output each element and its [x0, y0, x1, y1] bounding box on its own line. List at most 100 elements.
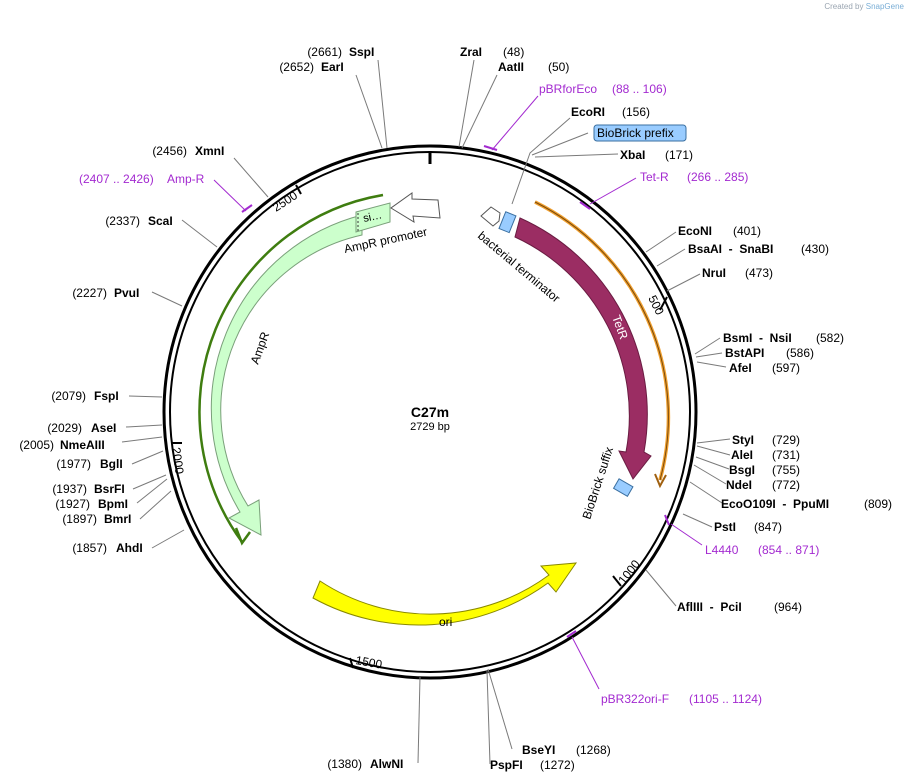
site-name-sspi: SspI [349, 45, 374, 59]
tick-label-1500: 1500 [354, 653, 383, 671]
primer-range-l4440: (854 .. 871) [758, 543, 819, 557]
site-name-scai: ScaI [148, 214, 173, 228]
site-name-styi: StyI [732, 433, 754, 447]
leader-aatii [461, 74, 498, 149]
leader-bstapi [695, 352, 723, 358]
leader-alei [696, 445, 731, 456]
primer-name-l4440: L4440 [705, 543, 739, 557]
leader-styi [696, 438, 731, 444]
tetr-strand-tip [654, 473, 667, 489]
biobrick-suffix-feature [612, 478, 634, 498]
site-pos-afei: (597) [772, 361, 800, 375]
site-pos-asei: (2029) [47, 421, 82, 435]
leader-ahdi [151, 529, 185, 549]
leader-amp-r [213, 179, 247, 212]
leader-eari [355, 74, 383, 149]
site-name-alei: AleI [731, 448, 753, 462]
ori-feature [312, 562, 578, 626]
site-name-afliii-pcii: AflIII - PciI [677, 600, 742, 614]
leader-psti [682, 513, 713, 528]
leader-asei [125, 424, 163, 428]
site-name-fspi: FspI [94, 389, 119, 403]
site-pos-bsaai-snabi: (430) [801, 242, 829, 256]
site-name-asei: AseI [91, 421, 116, 435]
site-pos-ecoo109i-ppumi: (809) [864, 497, 892, 511]
site-name-bseyi: BseYI [522, 743, 555, 757]
leader-bsrfi [132, 474, 167, 490]
tick-mark-1000 [612, 575, 622, 587]
site-name-econi: EcoNI [678, 224, 712, 238]
primer-mark-pbrforeco [483, 145, 498, 151]
snapgene-logo: SnapGene [865, 2, 904, 11]
leader-nrui [666, 273, 701, 292]
site-name-ndei: NdeI [726, 478, 752, 492]
site-name-bsrfi: BsrFI [94, 482, 125, 496]
leader-tet-r [589, 177, 637, 205]
tick-label-2500: 2500 [270, 188, 300, 214]
ampr-promoter-feature [390, 192, 441, 223]
leader-bgli [131, 450, 164, 465]
leader-bmri [139, 490, 172, 520]
ori-label: ori [439, 615, 452, 629]
site-name-nmeaiii: NmeAIII [60, 438, 105, 452]
leader-xbai [534, 153, 619, 158]
site-name-bpmi: BpmI [98, 497, 128, 511]
leader-ecoo109i [689, 481, 723, 504]
leader-alwni [417, 676, 421, 764]
signal-label: si… [362, 209, 383, 225]
leader-pbrforeco [491, 95, 539, 151]
site-pos-scai: (2337) [105, 214, 140, 228]
leader-sspi [377, 59, 388, 149]
site-pos-styi: (729) [772, 433, 800, 447]
primer-range-pbr322ori-f: (1105 .. 1124) [689, 692, 762, 706]
site-name-bsaai-snabi: BsaAI - SnaBI [688, 242, 773, 256]
site-pos-ecori: (156) [622, 105, 650, 119]
site-pos-ahdi: (1857) [72, 541, 107, 555]
site-name-xbai: XbaI [620, 148, 645, 162]
site-pos-zrai: (48) [503, 45, 524, 59]
leader-zrai [458, 59, 475, 148]
leader-bsmi [694, 337, 721, 355]
site-pos-bsmi-nsii: (582) [816, 331, 844, 345]
ampr-strand-line [198, 193, 384, 543]
primer-mark-l4440 [664, 514, 670, 526]
site-name-bmri: BmrI [104, 512, 131, 526]
biobrick-prefix-box [498, 211, 517, 234]
tetr-strand-line-inner [534, 201, 669, 481]
site-name-psti: PstI [714, 520, 736, 534]
leader-pvui [151, 291, 183, 307]
primer-range-amp-r: (2407 .. 2426) [79, 172, 154, 186]
site-pos-alwni: (1380) [327, 757, 362, 771]
primer-name-pbr322ori-f: pBR322ori-F [601, 692, 669, 706]
site-leaders [121, 59, 731, 765]
site-name-xmni: XmnI [195, 144, 224, 158]
tick-mark-2500 [295, 184, 302, 195]
leader-pspfi [486, 670, 491, 765]
tick-label-1000: 1000 [615, 557, 643, 587]
site-name-ahdi: AhdI [116, 541, 143, 555]
leader-ecori [511, 117, 571, 205]
site-pos-xbai: (171) [665, 148, 693, 162]
site-pos-ndei: (772) [772, 478, 800, 492]
site-name-bsgi: BsgI [729, 463, 755, 477]
credit-prefix: Created by [824, 2, 864, 11]
leader-nmeaiii [121, 436, 163, 443]
site-name-aatii: AatII [498, 60, 524, 74]
leader-ndei [693, 464, 727, 485]
leader-bseyi [487, 668, 513, 750]
site-pos-afliii-pcii: (964) [774, 600, 802, 614]
leader-afei [696, 361, 727, 368]
leader-bpmi [136, 478, 168, 504]
biobrick-suffix-label: BioBrick suffix [580, 445, 617, 521]
site-pos-bsgi: (755) [772, 463, 800, 477]
site-name-pvui: PvuI [114, 286, 139, 300]
site-pos-bmri: (1897) [62, 512, 97, 526]
snapgene-credit: Created by SnapGene [824, 2, 904, 11]
site-pos-sspi: (2661) [307, 45, 342, 59]
primer-name-amp-r: Amp-R [167, 172, 205, 186]
plasmid-name: C27m [411, 404, 449, 420]
primer-mark-amp-r [241, 204, 253, 213]
leader-xmni [233, 157, 269, 198]
primer-range-pbrforeco: (88 .. 106) [612, 82, 667, 96]
site-pos-nrui: (473) [745, 266, 773, 280]
